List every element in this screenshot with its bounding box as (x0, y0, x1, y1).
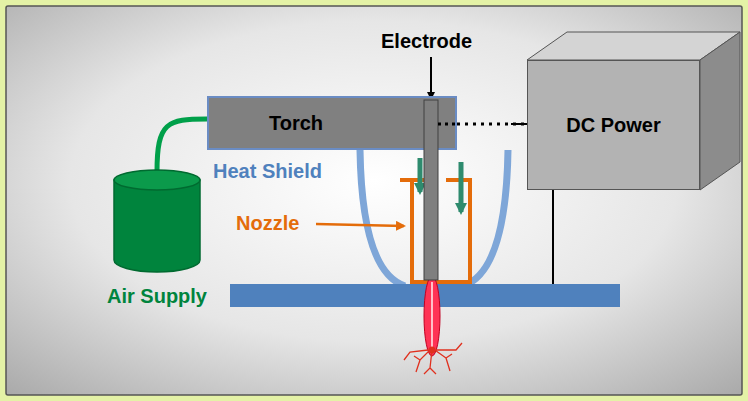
node-label: Torch (269, 112, 323, 135)
box-side (700, 32, 740, 190)
ground-wire (552, 190, 554, 285)
node-label: DC Power (566, 114, 660, 137)
plasma-arc (424, 276, 440, 356)
air-flow-arrow (459, 162, 464, 212)
cylinder-shape (92, 166, 222, 276)
air-hose (157, 119, 207, 172)
plasma-arc (431, 282, 433, 350)
air-flow-arrow (418, 158, 423, 192)
heat-shield (360, 150, 405, 286)
node-label: Air Supply (107, 285, 207, 308)
spark-dot (429, 347, 436, 354)
power-cable (457, 124, 527, 125)
torch-body: Torch (207, 96, 457, 150)
leader-arrow (430, 57, 432, 98)
part-label: Nozzle (236, 212, 299, 235)
panel (6, 6, 742, 395)
sparks (404, 343, 462, 374)
air-supply-cylinder: Air Supply (92, 166, 222, 312)
part-label: Heat Shield (213, 160, 322, 183)
power-supply-box: DC Power (527, 60, 700, 190)
leader-arrow (316, 224, 404, 226)
part-label: Electrode (381, 30, 472, 53)
